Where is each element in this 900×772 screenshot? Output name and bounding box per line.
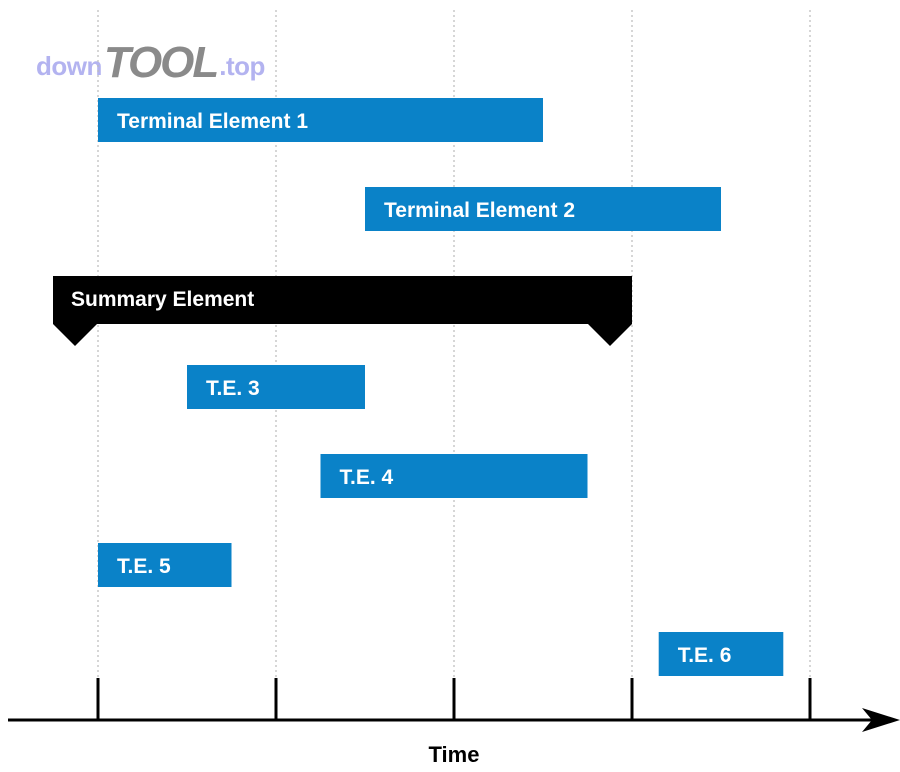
element-label: T.E. 6	[678, 644, 732, 667]
time-axis: Time	[8, 678, 900, 767]
element-label: Summary Element	[71, 288, 254, 311]
element-label: T.E. 5	[117, 555, 171, 578]
element-label: Terminal Element 2	[384, 199, 575, 222]
element-te3: T.E. 3	[187, 365, 365, 409]
watermark-text-tool: TOOL	[103, 38, 219, 87]
element-te1: Terminal Element 1	[98, 98, 543, 142]
terminal-bar	[98, 98, 543, 142]
element-te6: T.E. 6	[658, 632, 784, 676]
watermark-logo: downTOOL.top	[36, 36, 265, 87]
terminal-bar	[320, 454, 588, 498]
summary-bar	[53, 276, 632, 346]
element-label: Terminal Element 1	[117, 110, 308, 133]
axis-label: Time	[429, 742, 480, 767]
element-te4: T.E. 4	[320, 454, 588, 498]
element-label: T.E. 4	[340, 466, 394, 489]
element-te5: T.E. 5	[98, 543, 232, 587]
element-summary: Summary Element	[53, 276, 632, 346]
watermark-text-top: .top	[219, 51, 265, 81]
elements: Terminal Element 1 Terminal Element 2 Summ…	[53, 98, 784, 676]
terminal-bar	[98, 543, 232, 587]
watermark-text-down: down	[36, 51, 102, 81]
element-label: T.E. 3	[206, 377, 260, 400]
axis-arrowhead	[862, 708, 900, 732]
terminal-bar	[187, 365, 365, 409]
terminal-bar	[658, 632, 784, 676]
terminal-bar	[365, 187, 721, 231]
element-te2: Terminal Element 2	[365, 187, 721, 231]
